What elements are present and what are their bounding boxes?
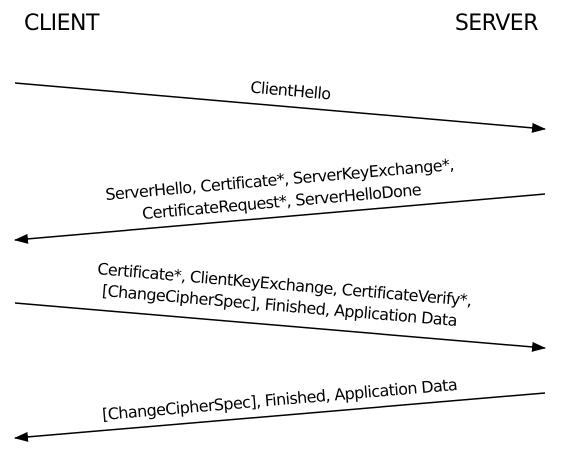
server-label: SERVER	[454, 11, 539, 36]
arrow-client-to-server	[14, 302, 546, 352]
arrow-client-to-server	[14, 82, 546, 133]
message-client-hello: ClientHello	[14, 78, 546, 133]
client-label: CLIENT	[24, 11, 99, 36]
arrow-server-to-client	[14, 193, 546, 244]
message-server-hello-flight: ServerHello, Certificate*, ServerKeyExch…	[14, 155, 546, 244]
message-label-line: ClientHello	[250, 78, 332, 104]
message-label-line: [ChangeCipherSpec], Finished, Applicatio…	[101, 375, 457, 424]
message-client-key-flight: Certificate*, ClientKeyExchange, Certifi…	[14, 259, 546, 352]
message-server-finished: [ChangeCipherSpec], Finished, Applicatio…	[14, 375, 546, 442]
arrow-server-to-client	[14, 392, 546, 442]
